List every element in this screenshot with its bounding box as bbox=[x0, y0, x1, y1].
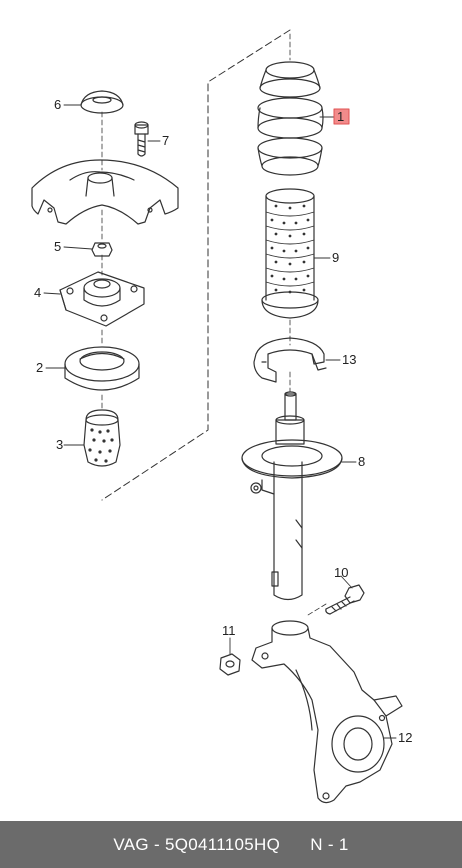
leader-lines bbox=[43, 104, 397, 739]
part-11-nut bbox=[219, 653, 241, 676]
guide-lines bbox=[101, 33, 327, 616]
part-12-steering-knuckle bbox=[251, 620, 403, 804]
callout-7[interactable]: 7 bbox=[162, 133, 169, 148]
part-9-protective-boot bbox=[261, 188, 319, 319]
callout-1-highlight bbox=[333, 108, 350, 125]
part-8-shock-absorber bbox=[241, 391, 343, 601]
brand-label: VAG bbox=[113, 834, 149, 854]
callout-1[interactable]: 1 bbox=[337, 109, 344, 124]
part-7-bolt bbox=[134, 121, 149, 157]
callout-10[interactable]: 10 bbox=[334, 565, 348, 580]
callout-13[interactable]: 13 bbox=[342, 352, 356, 367]
part-1-coil-spring bbox=[257, 61, 324, 176]
callout-11[interactable]: 11 bbox=[222, 623, 236, 638]
part-5-nut bbox=[91, 242, 113, 257]
part-number: 5Q0411105HQ bbox=[164, 834, 281, 854]
callout-2[interactable]: 2 bbox=[36, 360, 43, 375]
callout-6[interactable]: 6 bbox=[54, 97, 61, 112]
callout-4[interactable]: 4 bbox=[34, 285, 41, 300]
part-4-strut-mount bbox=[59, 271, 145, 327]
assembly-boundary bbox=[101, 29, 291, 501]
callout-labels: 1 2 3 4 5 6 7 8 9 10 11 12 13 bbox=[34, 97, 412, 745]
callout-9[interactable]: 9 bbox=[332, 250, 339, 265]
callout-12[interactable]: 12 bbox=[398, 730, 412, 745]
callout-3[interactable]: 3 bbox=[56, 437, 63, 452]
callout-8[interactable]: 8 bbox=[358, 454, 365, 469]
part-10-bolt bbox=[325, 584, 365, 615]
part-2-bearing bbox=[64, 346, 140, 391]
part-6-cap bbox=[80, 90, 124, 114]
part-info-bar: VAG - 5Q0411105HQ N - 1 bbox=[0, 821, 462, 868]
quantity-note: N - 1 bbox=[310, 834, 349, 854]
part-3-bump-stop bbox=[83, 409, 121, 467]
part-13-spring-seat bbox=[253, 337, 327, 383]
brand-separator: - bbox=[153, 834, 160, 854]
callout-5[interactable]: 5 bbox=[54, 239, 61, 254]
exploded-parts-diagram: 1 2 3 4 5 6 7 8 9 10 11 12 13 bbox=[31, 29, 412, 804]
heat-shield bbox=[31, 159, 179, 225]
